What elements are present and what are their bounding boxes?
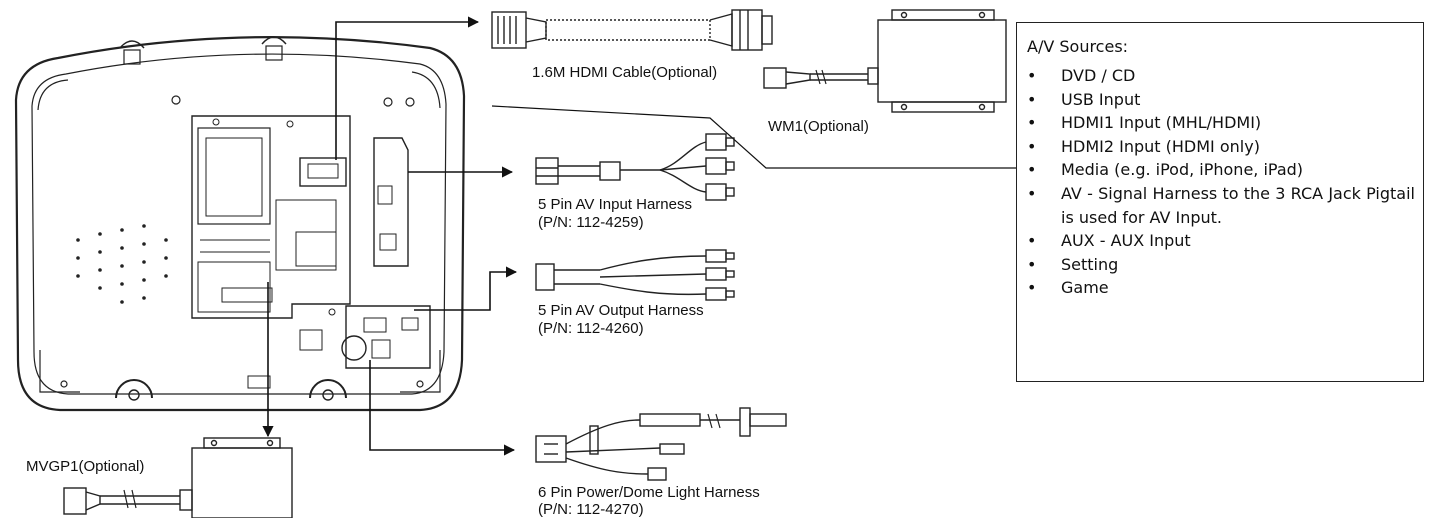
power-harness-label: 6 Pin Power/Dome Light Harness bbox=[538, 484, 760, 501]
main-unit-rear-view bbox=[14, 36, 466, 412]
hdmi-cable-label: 1.6M HDMI Cable(Optional) bbox=[532, 64, 718, 81]
av-source-item: Setting bbox=[1027, 253, 1415, 277]
av-input-harness-pn: (P/N: 112-4259) bbox=[538, 214, 644, 231]
av-source-item: USB Input bbox=[1027, 88, 1415, 112]
av-output-harness-label: 5 Pin AV Output Harness bbox=[538, 302, 704, 319]
wm1-module-drawing bbox=[763, 9, 1007, 113]
wm1-label: WM1(Optional) bbox=[768, 118, 869, 135]
av-source-item: Game bbox=[1027, 276, 1415, 300]
av-output-harness-drawing bbox=[535, 249, 735, 301]
leader-lines bbox=[262, 16, 1016, 456]
av-source-item: AUX - AUX Input bbox=[1027, 229, 1415, 253]
mvgp1-label: MVGP1(Optional) bbox=[26, 458, 145, 475]
av-source-item: AV - Signal Harness to the 3 RCA Jack Pi… bbox=[1027, 182, 1415, 229]
av-sources-title: A/V Sources: bbox=[1027, 37, 1129, 56]
power-harness-drawing bbox=[535, 407, 787, 481]
av-input-harness-drawing bbox=[535, 133, 735, 201]
power-harness-pn: (P/N: 112-4270) bbox=[538, 501, 644, 518]
av-source-item: DVD / CD bbox=[1027, 64, 1415, 88]
hdmi-cable-drawing bbox=[491, 9, 773, 51]
av-source-item: HDMI2 Input (HDMI only) bbox=[1027, 135, 1415, 159]
mvgp1-module-drawing bbox=[63, 437, 293, 518]
av-output-harness-pn: (P/N: 112-4260) bbox=[538, 320, 644, 337]
av-sources-list: DVD / CD USB Input HDMI1 Input (MHL/HDMI… bbox=[1027, 64, 1415, 300]
av-sources-box: A/V Sources: DVD / CD USB Input HDMI1 In… bbox=[1016, 22, 1424, 382]
av-source-item: HDMI1 Input (MHL/HDMI) bbox=[1027, 111, 1415, 135]
av-source-item: Media (e.g. iPod, iPhone, iPad) bbox=[1027, 158, 1415, 182]
av-input-harness-label: 5 Pin AV Input Harness bbox=[538, 196, 692, 213]
